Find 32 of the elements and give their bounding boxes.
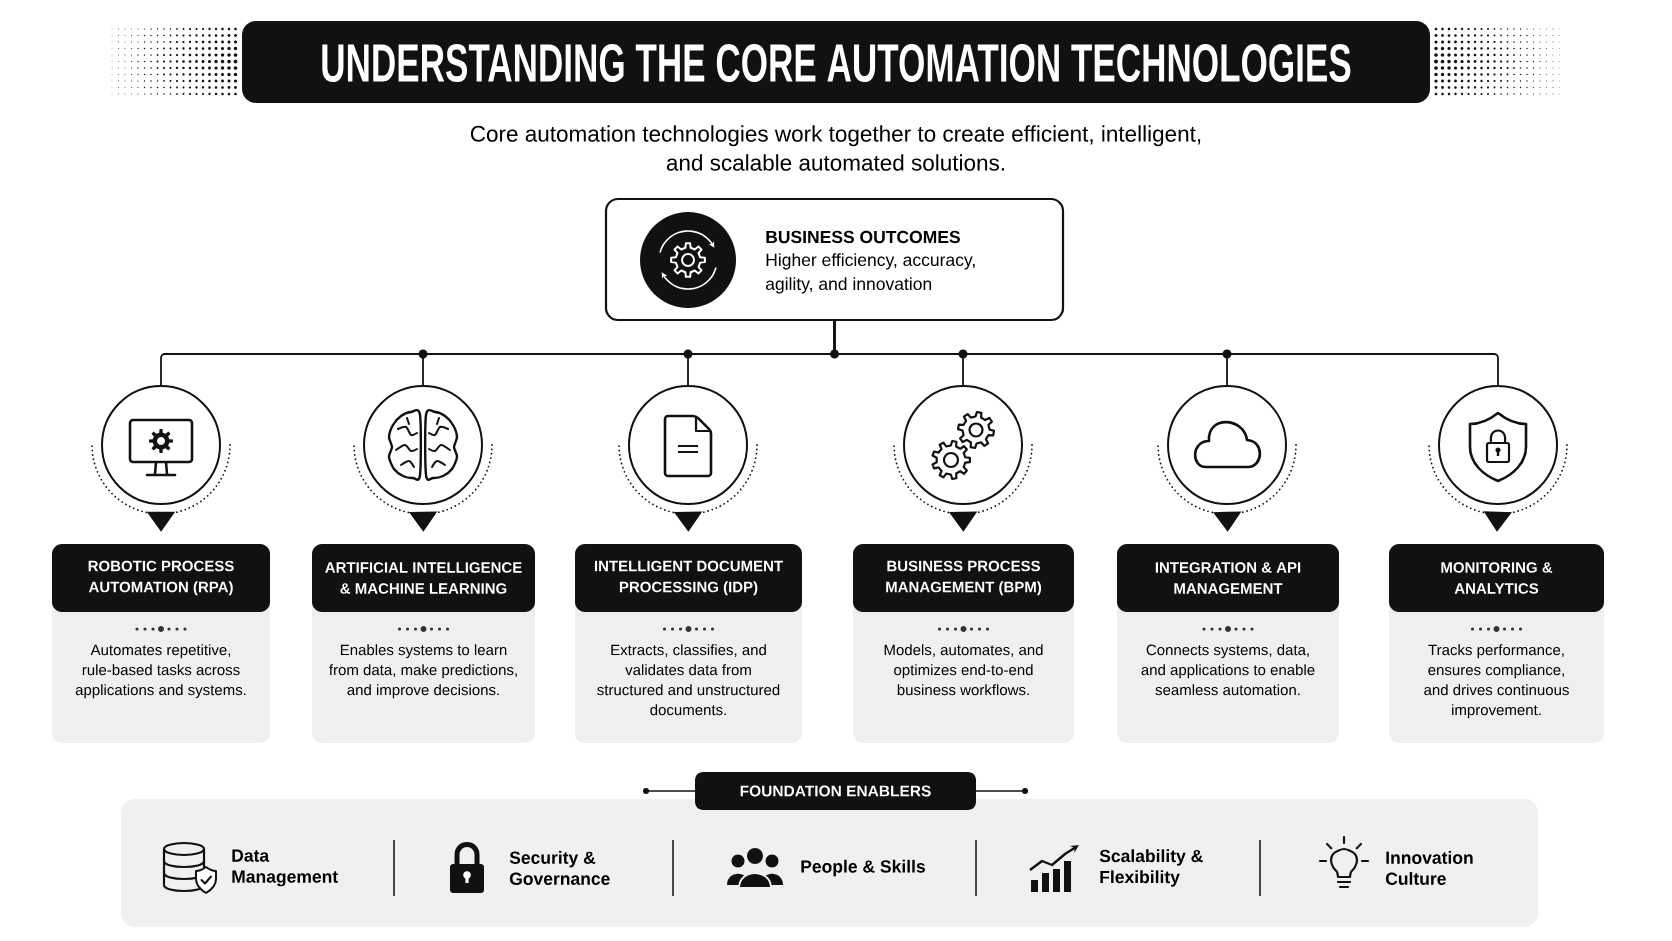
title-banner: UNDERSTANDING THE CORE AUTOMATION TECHNOLOGIES — [242, 21, 1430, 103]
enabler-label: Innovation Culture — [1385, 851, 1473, 885]
box-text: Higher efficiency, accuracy, agility, and innovation — [765, 253, 975, 294]
outcome-box — [604, 197, 1065, 322]
card-header: MONITORING & ANALYTICS — [1389, 544, 1604, 612]
description-text: Extracts, classifies, and validates data from structured and unstructured documents. — [597, 644, 780, 716]
card — [575, 544, 802, 743]
subtitle: Core automation technologies work together to create efficient, intelligent, and scalable automated solutions. — [470, 125, 1201, 171]
description-text: Connects systems, data, and applications to enable seamless automation. — [1141, 644, 1315, 696]
description-text: Automates repetitive, rule-based tasks across applications and systems. — [75, 644, 246, 699]
description-text: Enables systems to learn from data, make predictions, and improve decisions. — [329, 644, 517, 699]
description-text: Models, automates, and optimizes end-to-end business workflows. — [884, 644, 1043, 696]
heading-pill: FOUNDATION ENABLERS — [695, 772, 976, 810]
card-header: INTEGRATION & API MANAGEMENT — [1117, 544, 1339, 612]
card-header: ROBOTIC PROCESS AUTOMATION (RPA) — [52, 544, 270, 612]
card — [1389, 544, 1604, 743]
enabler-label: Security & Governance — [509, 851, 610, 885]
description-text: Tracks performance, ensures compliance, and drives continuous improvement. — [1424, 644, 1569, 719]
card — [1117, 544, 1339, 743]
connector-line — [833, 320, 1499, 386]
card-header: BUSINESS PROCESS MANAGEMENT (BPM) — [853, 544, 1074, 612]
enabler-label: Data Management — [232, 849, 338, 887]
enabler-label: People & Skills — [801, 859, 925, 877]
box-heading: BUSINESS OUTCOMES — [766, 230, 960, 244]
card — [853, 544, 1074, 743]
card — [52, 544, 270, 743]
enabler-label: Scalability & Flexibility — [1099, 849, 1203, 887]
card-header: INTELLIGENT DOCUMENT PROCESSING (IDP) — [575, 544, 802, 612]
card — [312, 544, 535, 743]
pointer-arrow — [1213, 511, 1242, 532]
enabler-band — [121, 799, 1538, 927]
card-header: ARTIFICIAL INTELLIGENCE & MACHINE LEARNING — [312, 544, 535, 612]
